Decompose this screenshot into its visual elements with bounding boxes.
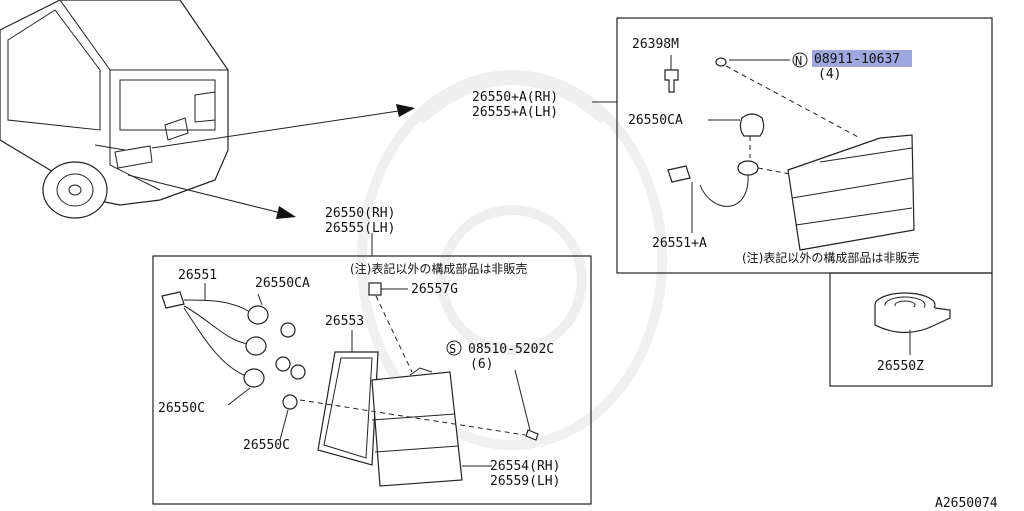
label-08911-qty: (4) <box>818 67 841 82</box>
figure-code: A2650074 <box>935 496 998 511</box>
label-assy-lh-a: 26555+A(LH) <box>472 105 558 120</box>
label-08911-10637: 08911-10637 <box>814 52 900 67</box>
label-26553: 26553 <box>325 314 364 329</box>
note-upper: (注)表記以外の構成部品は非販売 <box>742 250 919 265</box>
callout-arrows <box>127 104 415 219</box>
label-assy-rh: 26550(RH) <box>325 206 395 221</box>
label-26550c-first: 26550C <box>158 401 205 416</box>
label-26559-lh: 26559(LH) <box>490 474 560 489</box>
label-assy-lh: 26555(LH) <box>325 221 395 236</box>
label-26550ca-lower: 26550CA <box>255 276 310 291</box>
label-n-marker: N <box>795 54 802 68</box>
label-08510-5202c: 08510-5202C <box>468 342 554 357</box>
n-marker-circle <box>792 52 808 68</box>
grommet-part <box>874 292 951 355</box>
lower-assembly-parts <box>161 282 539 487</box>
label-26398m: 26398M <box>632 37 679 52</box>
accessory-box <box>829 272 993 387</box>
label-26550z: 26550Z <box>877 359 924 374</box>
callout-labels: 26550+A(RH) 26555+A(LH) 26398M N 08911-1… <box>158 37 998 511</box>
label-08510-qty: (6) <box>470 357 493 372</box>
label-assy-rh-a: 26550+A(RH) <box>472 90 558 105</box>
label-26557g: 26557G <box>411 282 458 297</box>
vehicle-illustration <box>0 0 229 219</box>
highlight-08911 <box>812 50 912 67</box>
watermark-emblem <box>357 70 667 450</box>
label-26551: 26551 <box>178 268 217 283</box>
s-marker-circle <box>446 340 462 356</box>
note-lower: (注)表記以外の構成部品は非販売 <box>350 261 527 276</box>
label-26551a: 26551+A <box>652 236 707 251</box>
label-s-marker: S <box>449 342 456 356</box>
label-26550c-second: 26550C <box>243 438 290 453</box>
upper-assembly-box <box>616 17 993 274</box>
label-26550ca-upper: 26550CA <box>628 113 683 128</box>
upper-assembly-parts <box>664 55 915 251</box>
label-26554-rh: 26554(RH) <box>490 459 560 474</box>
